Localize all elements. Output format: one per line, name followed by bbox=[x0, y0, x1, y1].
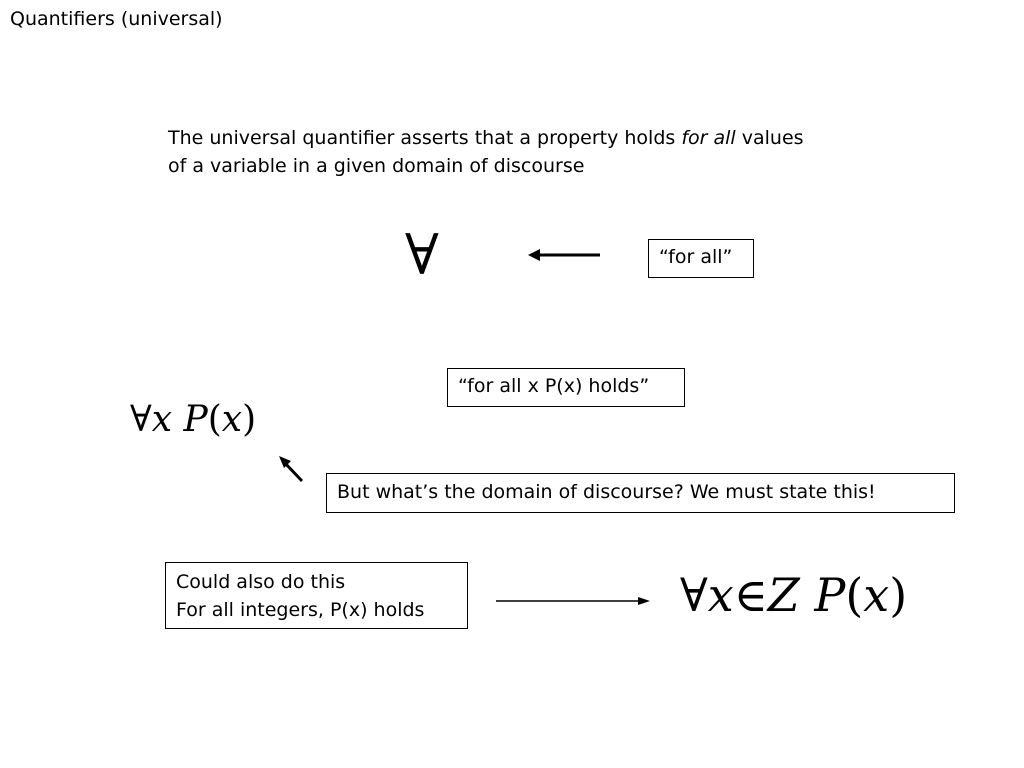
formula-2-in: ∈ bbox=[733, 568, 768, 622]
could-also-box: Could also do this For all integers, P(x… bbox=[165, 562, 468, 629]
for-all-label-box: “for all” bbox=[648, 239, 754, 278]
forall-symbol: ∀ bbox=[405, 223, 439, 288]
for-all-x-label-box: “for all x P(x) holds” bbox=[447, 368, 685, 407]
formula-1-arg: x bbox=[221, 399, 243, 440]
formula-2-lparen: ( bbox=[845, 568, 864, 622]
slide-title: Quantifiers (universal) bbox=[10, 8, 223, 30]
formula-2-var: x bbox=[707, 568, 734, 622]
intro-line-1: The universal quantifier asserts that a … bbox=[168, 124, 928, 152]
formula-1-var: x bbox=[151, 399, 173, 440]
intro-line-2: of a variable in a given domain of disco… bbox=[168, 155, 585, 177]
formula-1-pred: P bbox=[183, 399, 208, 440]
formula-forall-x-px: ∀x P(x) bbox=[130, 402, 256, 438]
intro-emphasis: for all bbox=[681, 127, 736, 149]
formula-2-set: Z bbox=[767, 568, 800, 622]
intro-text: The universal quantifier asserts that a … bbox=[168, 124, 928, 180]
formula-1-forall: ∀ bbox=[130, 399, 152, 440]
formula-2-pred: P bbox=[814, 568, 846, 622]
formula-2-forall: ∀ bbox=[680, 568, 708, 622]
formula-1-lparen: ( bbox=[207, 399, 222, 440]
domain-question-box: But what’s the domain of discourse? We m… bbox=[326, 473, 955, 513]
formula-1-rparen: ) bbox=[242, 399, 257, 440]
intro-line-1-post: values bbox=[735, 127, 804, 149]
formula-forall-x-in-z: ∀x∈Z P(x) bbox=[680, 572, 907, 618]
could-also-line-2: For all integers, P(x) holds bbox=[176, 599, 425, 621]
formula-2-arg: x bbox=[863, 568, 890, 622]
could-also-line-1: Could also do this bbox=[176, 571, 346, 593]
intro-line-1-pre: The universal quantifier asserts that a … bbox=[168, 127, 682, 149]
formula-2-rparen: ) bbox=[889, 568, 908, 622]
